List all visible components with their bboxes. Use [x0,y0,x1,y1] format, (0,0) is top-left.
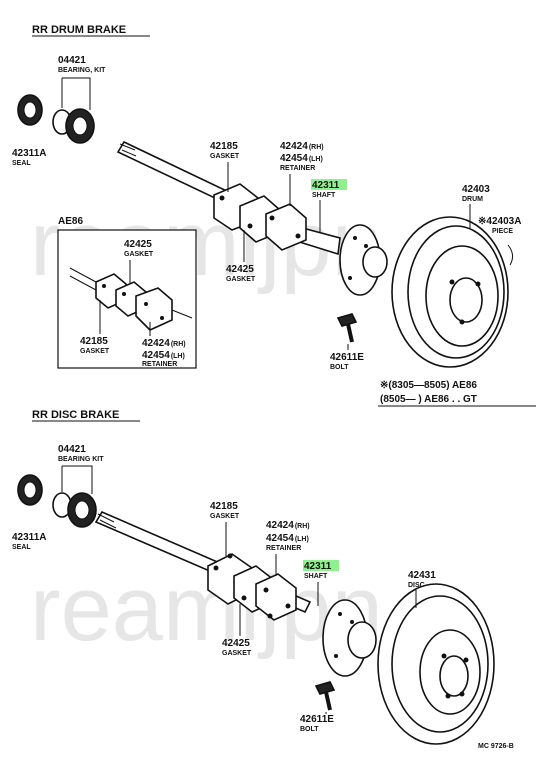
disc-retainer-lh-number: 42454(LH) [266,533,309,544]
disc-gasket-b-name: GASKET [222,650,252,657]
disc-shaft-highlight [303,560,339,571]
drum-bolt-name: BOLT [330,364,349,371]
drum-gasket-a-name: GASKET [210,153,240,160]
drum-bearing-kit-name: BEARING, KIT [58,67,106,74]
inset-retainer-rh-number: 42424(RH) [142,338,186,349]
inset-gasket-bottom-name: GASKET [80,348,110,355]
drum-bearing-kit-number: 04421 [58,55,86,66]
disc-retainer-name: RETAINER [266,545,301,552]
drum-seal-name: SEAL [12,160,31,167]
inset-gasket-top-name: GASKET [124,251,154,258]
disc-bearing-kit-name: BEARING KIT [58,456,104,463]
disc-bearing-kit-part [52,492,97,528]
disc-seal-part [17,474,43,506]
disc-seal-name: SEAL [12,544,31,551]
piece-name: PIECE [492,228,513,235]
disc-shaft-name: SHAFT [304,573,328,580]
drum-gasket-b-number: 42425 [226,264,254,275]
drum-shaft-number-text: 42311 [312,180,340,191]
piece-number: ※42403A [478,216,521,227]
drum-bolt-number: 42611E [330,352,364,363]
disc-gasket-a-number: 42185 [210,501,238,512]
note-2: (8505― ) AE86 . . GT [380,394,477,405]
ae86-inset [57,229,197,369]
drum-bolt-part [336,313,358,343]
disc-bolt-number: 42611E [300,714,334,725]
drum-shaft-name: SHAFT [312,192,336,199]
brake-disc-part [377,583,495,745]
brake-drum-part [391,216,509,368]
inset-title: AE86 [58,216,83,227]
disc-bolt-part [314,681,336,711]
disc-retainer-rh-number: 42424(RH) [266,520,310,531]
drum-seal-number: 42311A [12,148,46,159]
drum-shaft-highlight [311,179,347,190]
drum-name: DRUM [462,196,483,203]
inset-retainer-name: RETAINER [142,361,177,368]
drum-gasket-b-name: GASKET [226,276,256,283]
disc-seal-number: 42311A [12,532,46,543]
figure-code: MC 9726-B [478,743,514,750]
disc-bearing-kit-number: 04421 [58,444,86,455]
drum-number: 42403 [462,184,490,195]
drum-retainer-plates [213,183,307,251]
disc-brake-section: RR DISC BRAKE 42311A SEAL 04421 BEARING … [12,409,514,750]
inset-gasket-top-number: 42425 [124,239,152,250]
drum-gasket-a-number: 42185 [210,141,238,152]
drum-brake-section: RR DRUM BRAKE 42311A SEAL 04421 BEARING,… [12,24,536,407]
inset-gasket-bottom-number: 42185 [80,336,108,347]
disc-retainer-plates [207,553,297,621]
disc-shaft-number: 42311 [304,561,332,572]
inset-retainer-lh-number: 42454(LH) [142,350,185,361]
disc-name: DISC [408,582,425,589]
drum-retainer-rh-number: 42424(RH) [280,141,324,152]
disc-number: 42431 [408,570,436,581]
drum-section-title: RR DRUM BRAKE [32,24,126,36]
piece-part [507,244,514,266]
disc-gasket-b-number: 42425 [222,638,250,649]
drum-retainer-name: RETAINER [280,165,315,172]
drum-retainer-lh-number: 42454(LH) [280,153,323,164]
disc-gasket-a-name: GASKET [210,513,240,520]
disc-section-title: RR DISC BRAKE [32,409,119,421]
disc-bolt-name: BOLT [300,726,319,733]
drum-bearing-kit-part [52,108,95,144]
note-1: ※(8305―8505) AE86 [380,380,477,391]
drum-seal-part [17,94,43,126]
